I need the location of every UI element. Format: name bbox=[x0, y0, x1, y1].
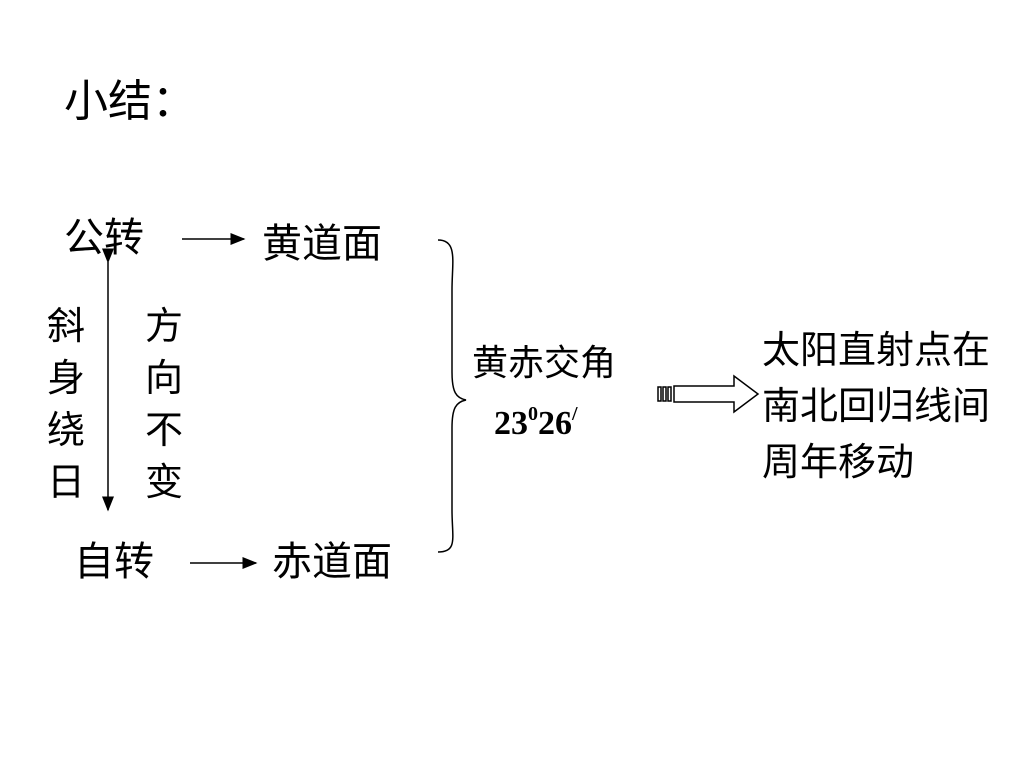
rotation-label: 自转 bbox=[74, 539, 154, 585]
hollow-block-arrow bbox=[657, 374, 760, 414]
char: 不 bbox=[144, 408, 183, 452]
curly-brace bbox=[437, 239, 467, 553]
obliquity-value: 23026/ bbox=[494, 404, 578, 441]
revolution-label: 公转 bbox=[64, 215, 144, 261]
minute-mark: / bbox=[572, 403, 578, 425]
slide-title: 小结： bbox=[64, 76, 196, 127]
minutes: 26 bbox=[538, 405, 572, 442]
obliquity-label: 黄赤交角 bbox=[472, 343, 617, 384]
tilted-orbit-vertical-text: 斜 身 绕 日 bbox=[44, 300, 88, 508]
char: 变 bbox=[144, 460, 183, 504]
char: 方 bbox=[144, 304, 183, 348]
char: 斜 bbox=[46, 304, 85, 348]
char: 身 bbox=[46, 356, 85, 400]
char: 绕 bbox=[46, 408, 85, 452]
char: 向 bbox=[144, 356, 183, 400]
char: 日 bbox=[46, 460, 85, 504]
direction-constant-vertical-text: 方 向 不 变 bbox=[142, 300, 186, 508]
ecliptic-plane-label: 黄道面 bbox=[262, 221, 382, 267]
degrees: 23 bbox=[494, 405, 528, 442]
equatorial-plane-label: 赤道面 bbox=[272, 539, 392, 585]
result-text: 太阳直射点在南北回归线间周年移动 bbox=[762, 328, 991, 484]
degree-mark: 0 bbox=[528, 403, 538, 425]
